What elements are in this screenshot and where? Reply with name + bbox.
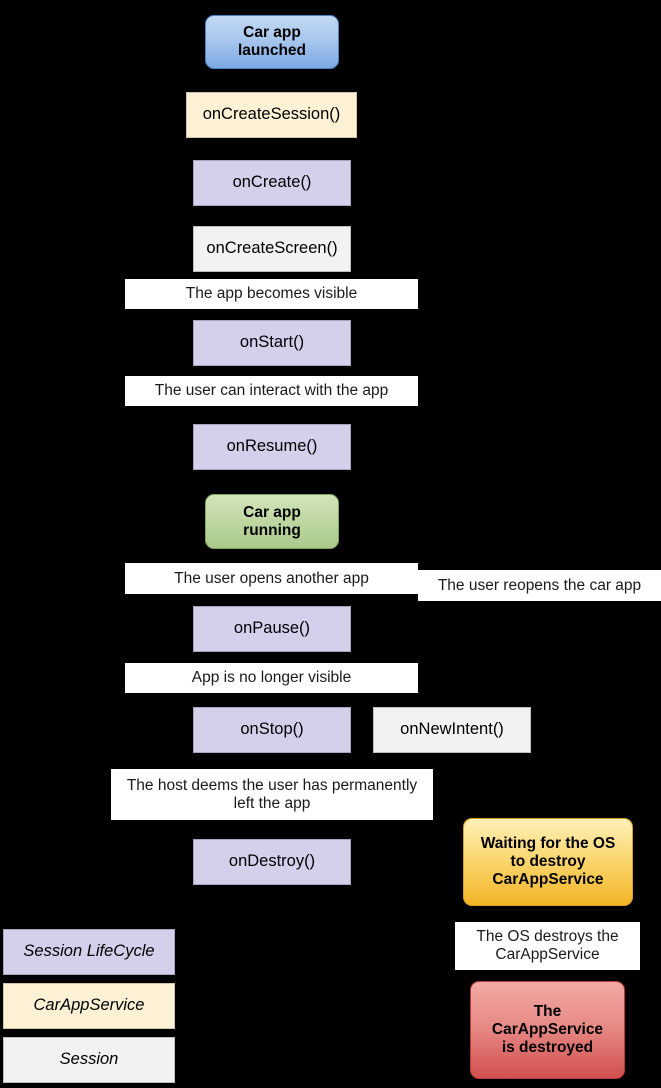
node-on-new-intent-label: onNewIntent()	[400, 720, 504, 739]
node-user-opens-another-app: The user opens another app	[125, 563, 418, 594]
node-on-create-screen-label: onCreateScreen()	[206, 239, 338, 258]
node-os-destroys-service-label: The OS destroys the CarAppService	[476, 928, 619, 963]
node-service-is-destroyed: The CarAppService is destroyed	[470, 981, 625, 1079]
node-on-create-session: onCreateSession()	[186, 92, 357, 138]
node-car-app-launched: Car app launched	[205, 15, 339, 69]
node-host-deems-left-app: The host deems the user has permanently …	[111, 769, 433, 820]
node-user-reopens-car-app: The user reopens the car app	[418, 570, 661, 601]
node-waiting-for-os: Waiting for the OS to destroy CarAppServ…	[463, 818, 633, 906]
node-waiting-for-os-label: Waiting for the OS to destroy CarAppServ…	[480, 835, 616, 888]
node-car-app-running-label: Car app running	[243, 503, 301, 539]
node-on-destroy: onDestroy()	[193, 839, 351, 885]
node-on-start: onStart()	[193, 320, 351, 366]
node-on-pause: onPause()	[193, 606, 351, 652]
node-on-resume-label: onResume()	[226, 437, 318, 456]
node-host-deems-left-app-label: The host deems the user has permanently …	[126, 776, 418, 812]
node-app-no-longer-visible-label: App is no longer visible	[191, 669, 352, 687]
legend-item-session-lifecycle: Session LifeCycle	[3, 929, 175, 975]
node-on-new-intent: onNewIntent()	[373, 707, 531, 753]
node-service-is-destroyed-label: The CarAppService is destroyed	[491, 1003, 604, 1056]
legend-item-carappservice-label: CarAppService	[33, 996, 145, 1015]
node-on-resume: onResume()	[193, 424, 351, 470]
legend-item-session: Session	[3, 1037, 175, 1083]
legend-item-session-label: Session	[59, 1050, 119, 1069]
node-on-stop-label: onStop()	[240, 720, 304, 739]
node-app-becomes-visible-label: The app becomes visible	[185, 285, 358, 303]
node-os-destroys-service: The OS destroys the CarAppService	[455, 922, 640, 970]
node-on-stop: onStop()	[193, 707, 351, 753]
legend-item-carappservice: CarAppService	[3, 983, 175, 1029]
node-user-can-interact-label: The user can interact with the app	[154, 382, 389, 400]
legend-item-session-lifecycle-label: Session LifeCycle	[23, 942, 155, 961]
node-on-create-screen: onCreateScreen()	[193, 226, 351, 272]
node-on-destroy-label: onDestroy()	[228, 852, 316, 871]
node-user-can-interact: The user can interact with the app	[125, 376, 418, 406]
node-car-app-running: Car app running	[205, 494, 339, 549]
node-on-create: onCreate()	[193, 160, 351, 206]
node-on-create-label: onCreate()	[232, 173, 312, 192]
node-user-reopens-car-app-label: The user reopens the car app	[437, 576, 642, 594]
node-user-opens-another-app-label: The user opens another app	[174, 569, 369, 587]
node-app-becomes-visible: The app becomes visible	[125, 279, 418, 309]
node-app-no-longer-visible: App is no longer visible	[125, 663, 418, 693]
node-car-app-launched-label: Car app launched	[237, 24, 307, 59]
node-on-start-label: onStart()	[239, 333, 305, 352]
node-on-create-session-label: onCreateSession()	[202, 105, 341, 124]
node-on-pause-label: onPause()	[233, 619, 311, 638]
